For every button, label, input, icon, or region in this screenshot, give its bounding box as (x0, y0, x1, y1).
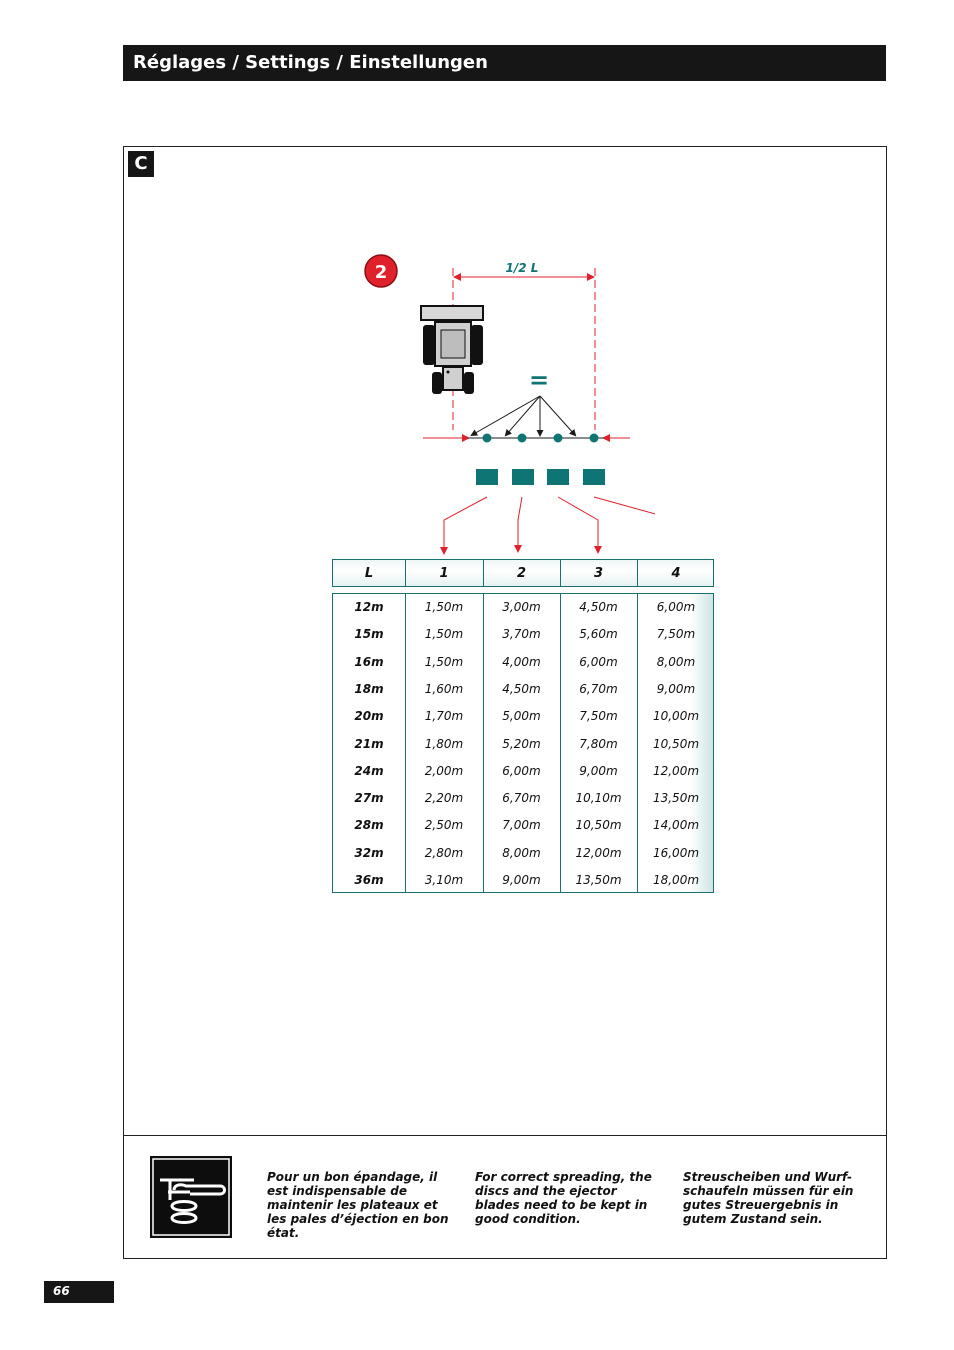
note-german: Streuscheiben und Wurf-schaufeln müssen … (683, 1170, 854, 1226)
header-cell-4: 4 (671, 566, 681, 581)
table-cell: 7,50m (579, 709, 618, 724)
table-cell: 8,00m (502, 845, 541, 860)
table-cell: 9,00m (656, 681, 696, 696)
equal-sign: = (529, 366, 549, 394)
table-row-width: 32m (354, 845, 384, 860)
tray-2 (512, 469, 534, 485)
header-cell-1: 1 (439, 566, 449, 581)
table-cell: 5,20m (502, 736, 541, 751)
table-cell: 6,00m (656, 600, 696, 614)
page-number-box: 66 (44, 1281, 114, 1303)
table-cell: 6,70m (579, 681, 618, 696)
table-cell: 2,00m (424, 763, 464, 778)
table-cell: 1,70m (424, 709, 464, 724)
frame-divider (124, 1135, 886, 1136)
table-row-width: 28m (354, 818, 384, 833)
tray-1 (476, 469, 498, 485)
table-row-width: 20m (354, 709, 384, 724)
table-cell: 5,00m (502, 709, 541, 724)
table-cell: 6,00m (502, 763, 541, 778)
manufacturer-logo (150, 1156, 232, 1238)
table-cell: 2,80m (424, 845, 464, 860)
position-dot-3 (553, 433, 563, 443)
table-cell: 4,00m (502, 654, 541, 669)
table-cell: 18,00m (652, 873, 700, 887)
table-cell: 14,00m (652, 818, 700, 833)
table-body: 12m 1,50m 3,00m 4,50m 6,00m 15m 1,50m 3,70m 5,60… (332, 593, 714, 893)
distribution-arrows (470, 395, 577, 437)
table-row-width: 16m (354, 654, 384, 669)
note-french: Pour un bon épandage, il est indispensab… (267, 1170, 449, 1240)
step-badge (364, 254, 398, 288)
table-cell: 5,60m (579, 627, 618, 642)
table-row-width: 21m (354, 736, 384, 751)
table-cell: 1,50m (424, 654, 464, 669)
position-dot-4 (589, 433, 599, 443)
table-cell: 1,80m (424, 736, 464, 751)
table-cell: 10,50m (652, 736, 700, 751)
table-cell: 2,20m (424, 791, 464, 806)
table-cell: 3,70m (502, 627, 541, 642)
tray-3 (547, 469, 569, 485)
table-cell: 12,00m (652, 763, 700, 778)
step-badge-number: 2 (375, 262, 388, 283)
table-cell: 4,50m (579, 600, 618, 614)
table-row-width: 12m (354, 600, 384, 614)
logo-icon (152, 1158, 230, 1236)
table-cell: 1,50m (424, 600, 464, 614)
table-cell: 12,00m (575, 845, 622, 860)
header-cell-2: 2 (516, 566, 527, 581)
table-cell: 4,50m (502, 681, 541, 696)
table-cell: 13,50m (652, 791, 700, 806)
column-leader-arrows (440, 496, 655, 555)
table-row-width: 24m (354, 763, 384, 778)
note-english: For correct spreading, the discs and the… (475, 1170, 652, 1226)
table-cell: 13,50m (575, 873, 622, 887)
table-cell: 8,00m (656, 654, 696, 669)
table-cell: 3,10m (424, 873, 464, 887)
table-row-width: 15m (354, 627, 384, 642)
table-cell: 16,00m (652, 845, 700, 860)
table-cell: 7,50m (656, 627, 696, 642)
table-row-width: 18m (354, 681, 384, 696)
header-cell-l: L (364, 566, 374, 581)
table-cell: 10,50m (575, 818, 622, 833)
table-cell: 6,00m (579, 654, 618, 669)
table-cell: 7,80m (579, 736, 618, 751)
spreading-diagram: 2 1/2 L = (364, 254, 655, 555)
half-width-label: 1/2 L (506, 261, 539, 275)
table-cell: 10,00m (652, 709, 700, 724)
tractor-icon (420, 305, 484, 394)
section-badge: C (128, 151, 154, 177)
table-row-width: 27m (354, 791, 384, 806)
table-cell: 6,70m (502, 791, 541, 806)
table-cell: 1,50m (424, 627, 464, 642)
table-cell: 3,00m (502, 600, 541, 614)
table-cell: 7,00m (502, 818, 541, 833)
table-row-width: 36m (354, 873, 384, 887)
table-cell: 10,10m (575, 791, 622, 806)
table-cell: 2,50m (424, 818, 464, 833)
content-frame: C (123, 146, 887, 1259)
table-cell: 9,00m (502, 873, 541, 887)
page-title: Réglages / Settings / Einstellungen (133, 52, 488, 73)
table-cell: 9,00m (579, 763, 618, 778)
table-cell: 1,60m (424, 681, 464, 696)
tray-4 (583, 469, 605, 485)
position-dot-2 (517, 433, 527, 443)
table-header-row: L 1 2 3 4 (332, 559, 714, 587)
header-cell-3: 3 (593, 566, 604, 581)
position-dot-1 (482, 433, 492, 443)
page-number: 66 (53, 1284, 70, 1298)
header-bar: Réglages / Settings / Einstellungen (123, 45, 886, 81)
